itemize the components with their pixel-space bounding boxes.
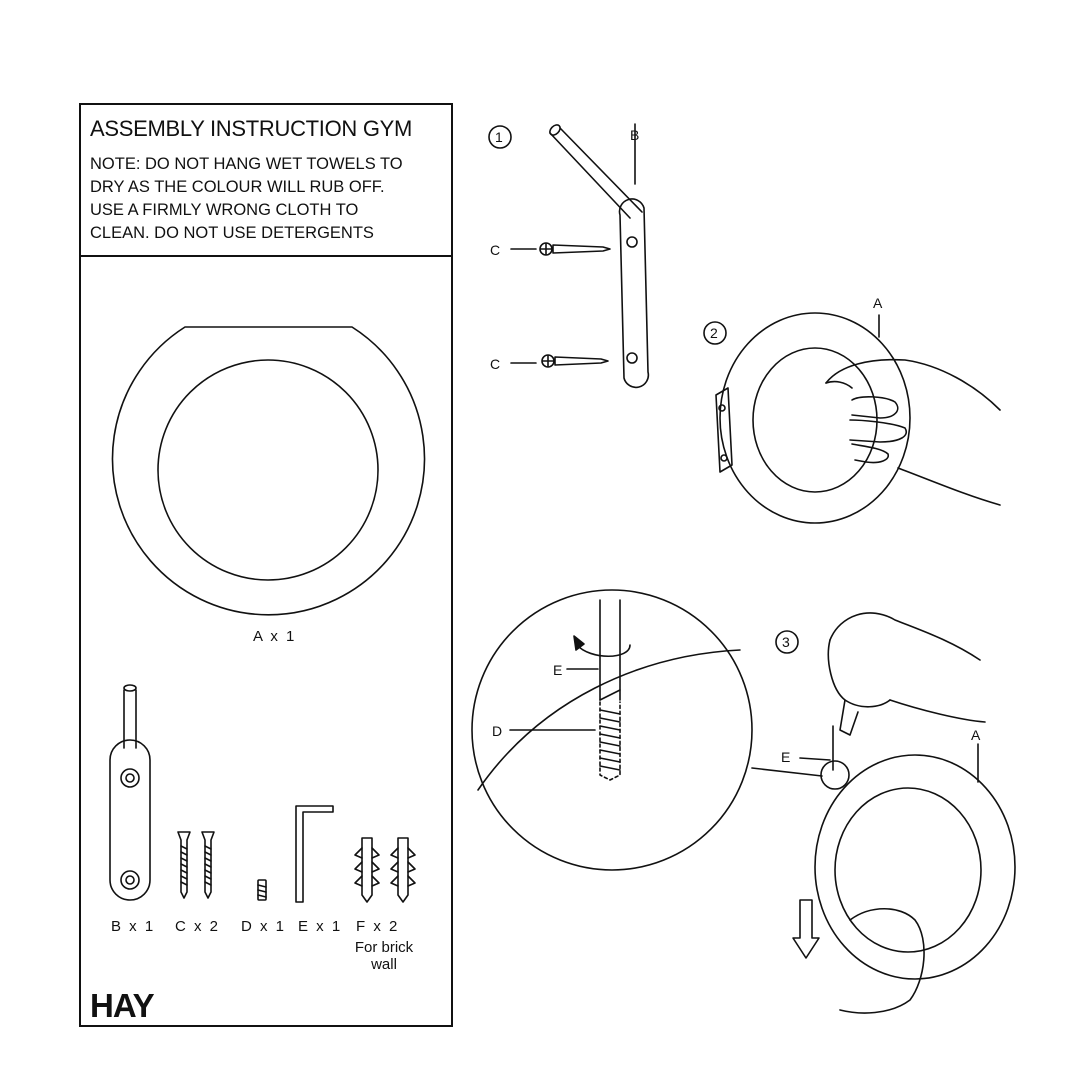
note-line: DRY AS THE COLOUR WILL RUB OFF. (90, 178, 385, 196)
step-3-number: 3 (782, 634, 790, 650)
part-a-ring-drawing (111, 326, 426, 616)
note-line: CLEAN. DO NOT USE DETERGENTS (90, 224, 374, 242)
step-1-drawing (488, 123, 650, 389)
part-e-hexkey-drawing (295, 805, 334, 903)
part-c-screws-drawing (177, 831, 215, 899)
part-f-note: For brick wall (354, 939, 414, 973)
label-b: B (630, 127, 639, 143)
part-f-label: F x 2 (356, 918, 400, 935)
parts-panel: ASSEMBLY INSTRUCTION GYM NOTE: DO NOT HA… (79, 103, 453, 1027)
label-a: A (971, 727, 981, 743)
note-line: USE A FIRMLY WRONG CLOTH TO (90, 201, 359, 219)
step-2-drawing (703, 312, 1001, 524)
brand-logo: HAY (90, 987, 155, 1024)
label-d: D (492, 723, 502, 739)
note-line: NOTE: DO NOT HANG WET TOWELS TO (90, 155, 403, 173)
part-d-screw-drawing (257, 879, 267, 901)
step-3-drawing (775, 612, 1016, 1014)
part-b-bracket-drawing (109, 684, 151, 901)
part-d-label: D x 1 (241, 918, 287, 935)
part-c-label: C x 2 (175, 918, 221, 935)
part-b-label: B x 1 (111, 918, 156, 935)
step-1-number: 1 (495, 129, 503, 145)
part-f-plugs-drawing (354, 837, 416, 903)
label-c: C (490, 242, 500, 258)
step-2-number: 2 (710, 325, 718, 341)
part-a-label: A x 1 (253, 628, 297, 645)
detail-magnifier-drawing (471, 589, 823, 871)
panel-divider (81, 255, 451, 257)
part-e-label: E x 1 (298, 918, 343, 935)
label-e: E (781, 749, 790, 765)
label-c: C (490, 356, 500, 372)
label-a: A (873, 295, 883, 311)
page-title: ASSEMBLY INSTRUCTION GYM (90, 116, 413, 141)
care-note: NOTE: DO NOT HANG WET TOWELS TO DRY AS T… (90, 153, 403, 245)
label-e: E (553, 662, 562, 678)
